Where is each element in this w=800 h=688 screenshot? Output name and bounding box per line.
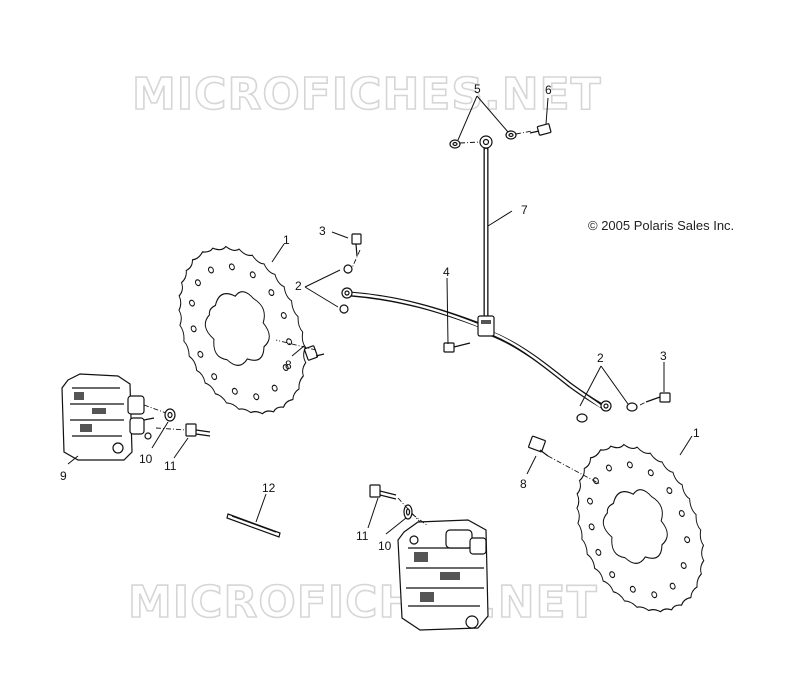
callout-12: 12: [262, 481, 276, 495]
banjo-bolt-6: [529, 123, 552, 136]
brake-caliper-left: [61, 373, 155, 461]
callout-3-right: 3: [660, 349, 667, 363]
bolt-8-right: [528, 435, 549, 457]
watermark-bottom: MICROFICHES.NET: [128, 577, 598, 628]
tee-fitting: [477, 315, 495, 337]
callout-10-right: 10: [378, 539, 392, 553]
washer-2-right-a: [626, 402, 638, 412]
callout-1-right: 1: [693, 426, 700, 440]
bolt-11-right: [369, 484, 397, 500]
callout-10-left: 10: [139, 452, 153, 466]
brake-line-assembly: [341, 135, 612, 412]
callout-11-left: 11: [164, 459, 177, 473]
callout-8-right: 8: [520, 477, 527, 491]
callout-3-left: 3: [319, 224, 326, 238]
callout-11-right: 11: [356, 529, 369, 543]
banjo-bolt-3-left: [351, 233, 362, 257]
callout-6: 6: [545, 83, 552, 97]
callout-7: 7: [521, 203, 528, 217]
copyright-text: © 2005 Polaris Sales Inc.: [588, 218, 734, 233]
washer-10-left: [164, 408, 176, 422]
brake-rotor-left: [178, 245, 307, 415]
callout-8-left: 8: [285, 358, 292, 372]
bolt-11-left: [185, 423, 211, 437]
brake-caliper-right: [397, 519, 489, 631]
banjo-fitting-left: [341, 287, 353, 299]
banjo-bolt-3-right: [645, 392, 671, 403]
watermark-top: MICROFICHES.NET: [132, 69, 602, 120]
callout-1-left: 1: [283, 233, 290, 247]
washer-2-left-lower: [339, 304, 349, 314]
callout-5: 5: [474, 82, 481, 96]
banjo-fitting-top: [479, 135, 493, 149]
bolt-4: [443, 342, 471, 353]
callout-4: 4: [443, 265, 450, 279]
washer-2-right-b: [576, 413, 588, 423]
washer-5-right: [505, 130, 517, 140]
callout-9: 9: [60, 469, 67, 483]
washer-2-left-upper: [343, 264, 353, 274]
washer-10-right: [403, 504, 413, 520]
washer-5-left: [449, 139, 461, 149]
brake-rotor-right: [576, 443, 705, 613]
banjo-fitting-right: [600, 400, 612, 412]
callout-2-right: 2: [597, 351, 604, 365]
callout-2-left: 2: [295, 279, 302, 293]
bolt-8-left: [303, 345, 325, 361]
